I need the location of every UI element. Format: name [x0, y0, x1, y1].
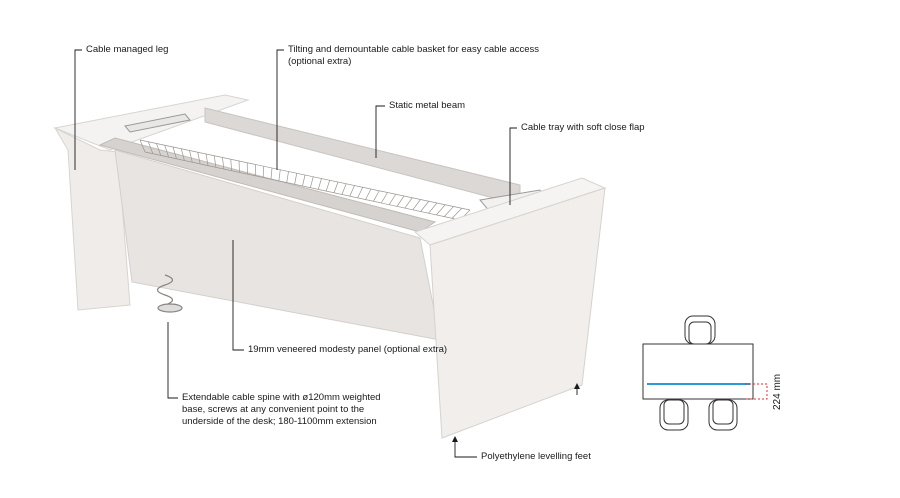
basket-wire [436, 204, 446, 216]
dimension-label: 224 mm [772, 373, 783, 410]
callout-cable-basket-line: (optional extra) [288, 56, 352, 67]
basket-wire [310, 176, 314, 188]
basket-wire [172, 146, 177, 159]
basket-wire [286, 171, 289, 183]
callout-cable-spine-line: underside of the desk; 180-1100mm extens… [182, 416, 377, 427]
leader-lines [74, 49, 578, 458]
basket-wire [380, 192, 388, 204]
cable-spine [156, 274, 183, 313]
basket-wire [325, 180, 331, 192]
basket-wire [412, 199, 421, 211]
basket-wire [197, 152, 201, 164]
basket-wire [262, 166, 265, 178]
callout-cable-spine-line: Extendable cable spine with ø120mm weigh… [182, 392, 381, 403]
dimension-marker [745, 383, 768, 400]
basket-wire [213, 155, 217, 168]
basket-wire [205, 153, 209, 166]
basket-wire [373, 190, 380, 202]
basket-wire [428, 202, 438, 214]
basket-wire [396, 195, 405, 207]
basket-wire [189, 150, 193, 163]
callout-cable-managed-leg: Cable managed leg [86, 44, 169, 55]
basket-wire [147, 141, 154, 154]
plan-view [642, 315, 768, 431]
leg-top-tray [124, 113, 191, 133]
basket-wire [139, 139, 146, 153]
basket-wire [365, 188, 372, 200]
basket-wire [294, 173, 298, 185]
callout-cable-tray: Cable tray with soft close flap [521, 122, 645, 133]
basket-wire [222, 157, 225, 170]
basket-wire [333, 181, 339, 193]
basket-wire [180, 148, 185, 161]
callout-cable-spine-line: base, screws at any convenient point to … [182, 404, 365, 415]
basket-wire [451, 208, 463, 219]
basket-wire [341, 183, 347, 195]
cable-basket [139, 139, 471, 221]
callout-static-beam: Static metal beam [389, 100, 466, 111]
basket-wire [230, 159, 232, 171]
basket-wire [317, 178, 322, 190]
basket-wire [278, 169, 281, 181]
basket-wire [164, 145, 169, 158]
front-beam [98, 137, 437, 233]
basket-wire [238, 160, 240, 173]
basket-wire [443, 206, 454, 217]
right-leg [429, 187, 606, 439]
basket-wire [302, 174, 306, 187]
basket-wire [156, 143, 162, 156]
basket-wire [388, 194, 397, 205]
basket-wire [420, 201, 430, 212]
basket-wire [349, 185, 355, 197]
basket-wire [357, 187, 364, 199]
callout-cable-basket: Tilting and demountable cable basket for… [288, 44, 539, 68]
plan-desk [642, 343, 754, 400]
callout-cable-spine: Extendable cable spine with ø120mm weigh… [182, 392, 381, 428]
basket-wire [270, 167, 273, 180]
callout-cable-basket-line: Tilting and demountable cable basket for… [288, 44, 540, 55]
callout-modesty-panel: 19mm veneered modesty panel (optional ex… [248, 344, 448, 355]
basket-wire [404, 197, 413, 209]
callout-levelling-feet: Polyethylene levelling feet [481, 451, 591, 462]
chair-icon [659, 315, 738, 431]
left-leg [53, 126, 131, 311]
